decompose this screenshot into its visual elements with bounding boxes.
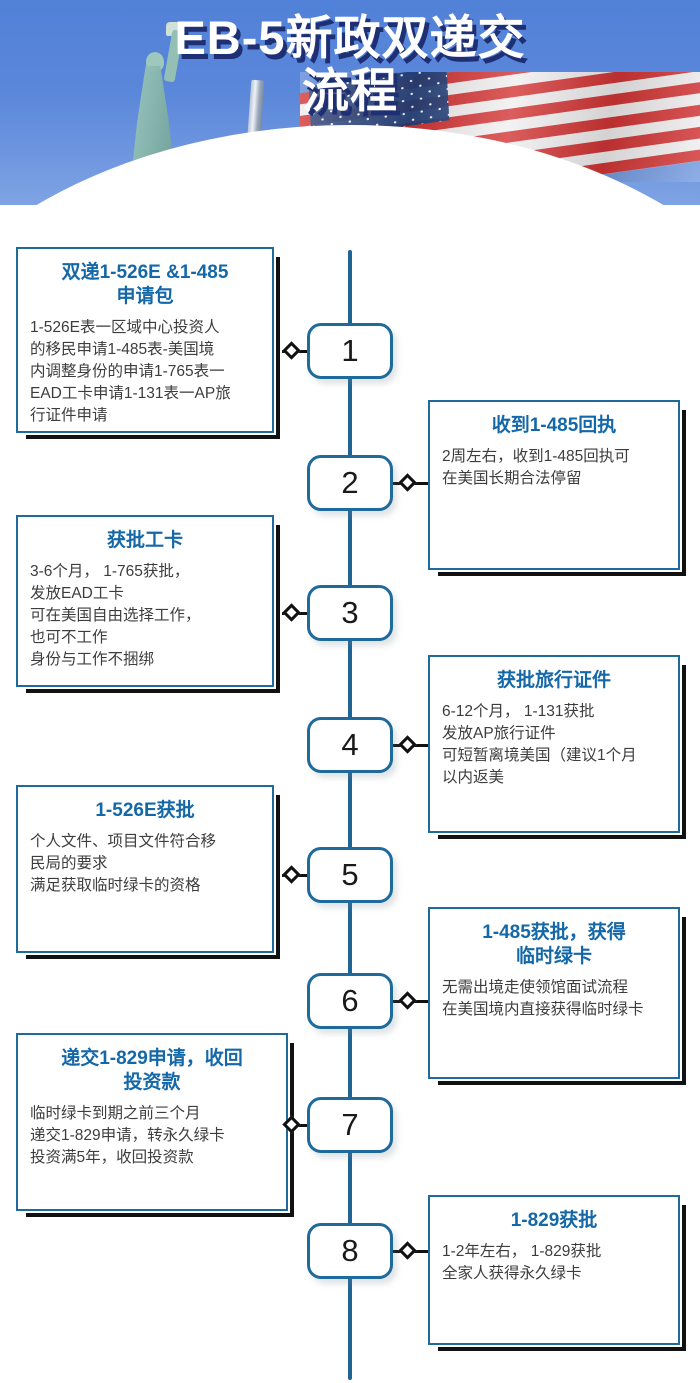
connector-diamond-8 [398,1241,417,1260]
page-title-line2: 流程 [302,63,398,117]
timeline-spine [348,250,352,1380]
step-card-body-1: 1-526E表一区域中心投资人 的移民申请1-485表-美国境 内调整身份的申请… [30,318,231,424]
step-card-title-1: 双递1-526E &1-485 申请包 [61,262,229,307]
step-card-body-8: 1-2年左右， 1-829获批 全家人获得永久绿卡 [442,1242,602,1282]
step-card-body-4: 6-12个月， 1-131获批 发放AP旅行证件 可短暂离境美国（建议1个月 以… [442,702,637,786]
step-number-badge-6[interactable]: 6 [307,973,393,1029]
connector-diamond-6 [398,991,417,1010]
connector-diamond-4 [398,735,417,754]
step-number-badge-2[interactable]: 2 [307,455,393,511]
connector-diamond-5 [282,865,301,884]
step-card-8[interactable]: 1-829获批 1-2年左右， 1-829获批 全家人获得永久绿卡 [428,1195,686,1351]
step-card-7[interactable]: 递交1-829申请，收回 投资款临时绿卡到期之前三个月 递交1-829申请，转永… [16,1033,294,1217]
step-card-4[interactable]: 获批旅行证件 6-12个月， 1-131获批 发放AP旅行证件 可短暂离境美国（建… [428,655,686,839]
page-title-line1: EB-5新政双递交 [174,11,526,64]
step-card-title-7: 递交1-829申请，收回 投资款 [61,1048,243,1093]
page-title: EB-5新政双递交 流程 [0,11,700,117]
step-number-badge-3[interactable]: 3 [307,585,393,641]
flow-chart: 双递1-526E &1-485 申请包 1-526E表一区域中心投资人 的移民申请… [0,205,700,1383]
step-card-title-8: 1-829获批 [510,1210,598,1231]
step-card-body-7: 临时绿卡到期之前三个月 递交1-829申请，转永久绿卡 投资满5年，收回投资款 [30,1104,225,1166]
step-card-title-4: 获批旅行证件 [496,670,611,691]
step-card-body-2: 2周左右，收到1-485回执可 在美国长期合法停留 [442,447,630,487]
step-number-badge-8[interactable]: 8 [307,1223,393,1279]
step-card-body-5: 个人文件、项目文件符合移 民局的要求 满足获取临时绿卡的资格 [30,832,217,894]
header-banner: EB-5新政双递交 流程 [0,0,700,205]
step-number-badge-7[interactable]: 7 [307,1097,393,1153]
step-card-title-6: 1-485获批，获得 临时绿卡 [482,922,626,967]
step-card-title-3: 获批工卡 [106,530,183,551]
step-card-1[interactable]: 双递1-526E &1-485 申请包 1-526E表一区域中心投资人 的移民申请… [16,247,280,439]
step-card-6[interactable]: 1-485获批，获得 临时绿卡无需出境走使领馆面试流程 在美国境内直接获得临时绿… [428,907,686,1085]
step-card-2[interactable]: 收到1-485回执 2周左右，收到1-485回执可 在美国长期合法停留 [428,400,686,576]
connector-diamond-2 [398,473,417,492]
step-card-body-6: 无需出境走使领馆面试流程 在美国境内直接获得临时绿卡 [442,978,644,1018]
connector-diamond-1 [282,341,301,360]
step-card-title-5: 1-526E获批 [95,800,195,821]
connector-diamond-3 [282,603,301,622]
step-card-5[interactable]: 1-526E获批个人文件、项目文件符合移 民局的要求 满足获取临时绿卡的资格 [16,785,280,959]
step-card-3[interactable]: 获批工卡 3-6个月， 1-765获批， 发放EAD工卡 可在美国自由选择工作， … [16,515,280,693]
step-card-title-2: 收到1-485回执 [491,415,617,436]
connector-line-7 [296,1124,307,1127]
step-number-badge-5[interactable]: 5 [307,847,393,903]
step-card-body-3: 3-6个月， 1-765获批， 发放EAD工卡 可在美国自由选择工作， 也可不工… [30,562,201,668]
step-number-badge-4[interactable]: 4 [307,717,393,773]
step-number-badge-1[interactable]: 1 [307,323,393,379]
